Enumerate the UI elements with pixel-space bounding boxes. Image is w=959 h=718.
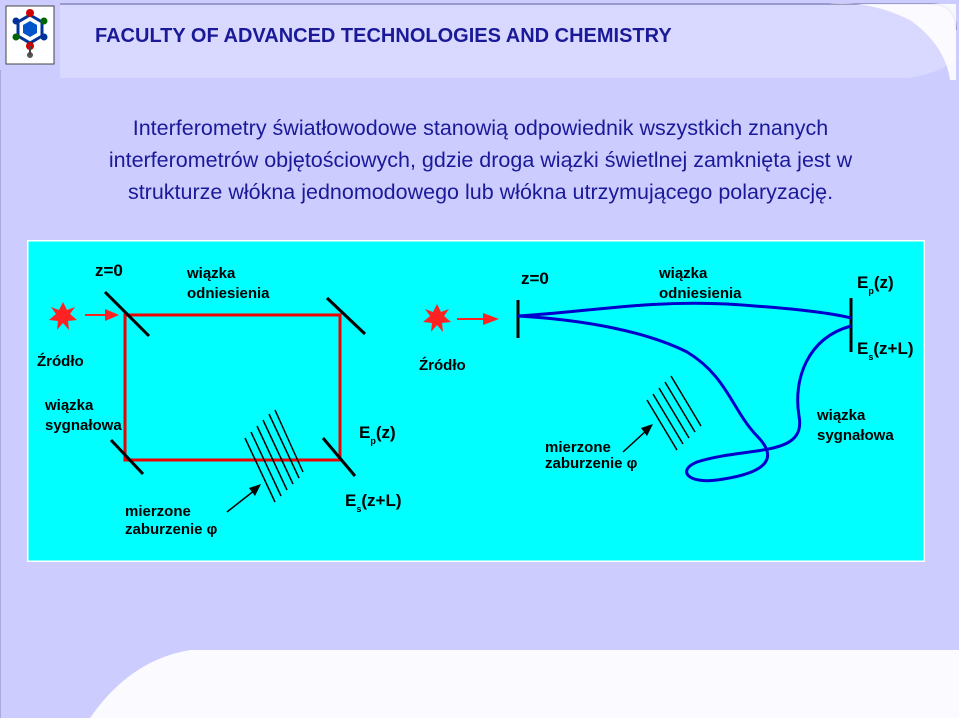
interferometer-diagram: z=0 wiązka odniesienia Źródło wiązka syg…	[27, 240, 925, 562]
left-es-label: Es(z+L)	[345, 491, 402, 514]
right-perturbation-arrow-icon	[622, 424, 653, 453]
right-z0-label: z=0	[521, 269, 549, 288]
right-signal-label-2: sygnałowa	[817, 427, 894, 444]
left-measured-label-2: zaburzenie φ	[125, 521, 218, 538]
right-beam-arrow-icon	[457, 313, 499, 325]
reference-fiber	[517, 301, 852, 320]
body-paragraph: Interferometry światłowodowe stanowią od…	[18, 112, 943, 208]
left-source-label: Źródło	[37, 353, 84, 370]
body-line-1: Interferometry światłowodowe stanowią od…	[132, 116, 829, 140]
right-signal-label-1: wiązka	[816, 407, 866, 424]
left-ep-label: Ep(z)	[359, 423, 396, 446]
mirror-top-right	[325, 296, 367, 336]
right-perturbation-lines	[646, 375, 702, 451]
right-ep-label: Ep(z)	[857, 273, 894, 296]
left-ref-label-2: odniesienia	[187, 285, 270, 302]
beam-splitter-top-left	[103, 290, 151, 338]
mirror-bottom-left	[109, 438, 145, 476]
beam-splitter-bottom-right	[321, 437, 357, 477]
left-beam-path	[123, 313, 342, 462]
left-measured-label-1: mierzone	[125, 503, 191, 520]
faculty-title: FACULTY OF ADVANCED TECHNOLOGIES AND CHE…	[95, 25, 672, 47]
left-source-star-icon	[49, 302, 77, 330]
left-z0-label: z=0	[95, 261, 123, 280]
left-ref-label-1: wiązka	[186, 265, 236, 282]
body-line-3: strukturze włókna jednomodowego lub włók…	[127, 180, 834, 204]
left-beam-arrow-icon	[85, 309, 119, 321]
left-signal-label-1: wiązka	[44, 397, 94, 414]
right-measured-label-1: mierzone	[545, 439, 611, 456]
right-ref-label-1: wiązka	[658, 265, 708, 282]
right-ref-label-2: odniesienia	[659, 285, 742, 302]
body-line-2: interferometrów objętościowych, gdzie dr…	[108, 148, 853, 172]
faculty-logo-icon	[5, 5, 55, 65]
diagram-background	[27, 240, 925, 562]
left-signal-label-2: sygnałowa	[45, 417, 122, 434]
signal-fiber	[517, 314, 852, 483]
right-source-star-icon	[423, 304, 451, 332]
left-perturbation-arrow-icon	[226, 484, 261, 513]
right-es-label: Es(z+L)	[857, 339, 914, 362]
right-measured-label-2: zaburzenie φ	[545, 455, 638, 472]
left-perturbation-lines	[244, 409, 304, 503]
right-source-label: Źródło	[419, 357, 466, 374]
bulk-interferometer: z=0 wiązka odniesienia Źródło wiązka syg…	[37, 261, 402, 538]
fiber-interferometer: z=0 wiązka odniesienia Źródło Ep(z) Es(z…	[419, 265, 914, 483]
